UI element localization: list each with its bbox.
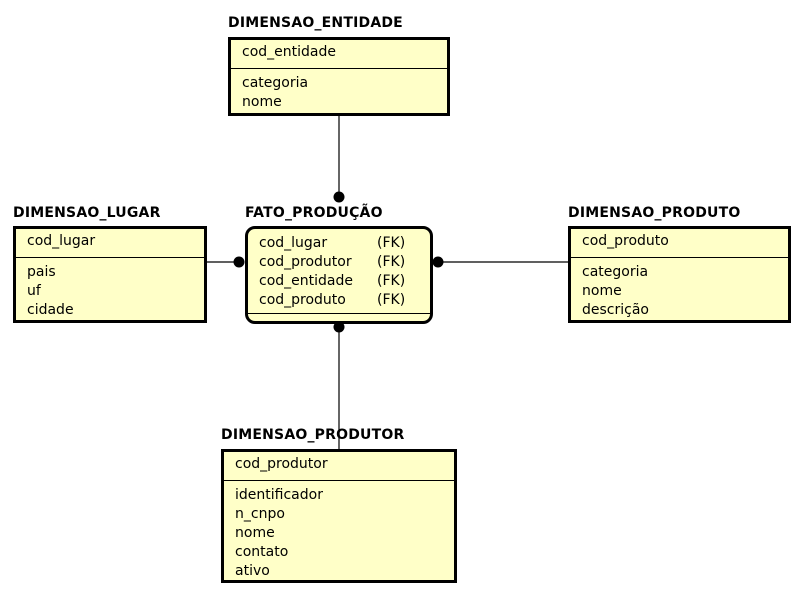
many-side-dot-produto bbox=[432, 256, 444, 268]
entity-fato-producao[interactable]: cod_lugar (FK) cod_produtor (FK) cod_ent… bbox=[245, 226, 433, 324]
attribute-field: nome bbox=[242, 94, 282, 110]
primary-key-section: cod_entidade bbox=[231, 40, 447, 69]
foreign-key-field: cod_produto bbox=[259, 292, 346, 308]
attribute-section: categoria nome bbox=[231, 69, 447, 112]
entity-dimensao-produtor[interactable]: cod_produtor identificador n_cnpo nome c… bbox=[221, 449, 457, 583]
fk-tag: (FK) bbox=[377, 292, 406, 308]
attribute-field: ativo bbox=[235, 563, 270, 579]
primary-key-section: cod_produto bbox=[571, 229, 788, 258]
primary-key-field: cod_lugar bbox=[27, 233, 96, 249]
attribute-section: pais uf cidade bbox=[16, 258, 204, 320]
entity-dimensao-entidade[interactable]: cod_entidade categoria nome bbox=[228, 37, 450, 116]
entity-title-fato-producao: FATO_PRODUÇÃO bbox=[245, 205, 383, 221]
attribute-section: categoria nome descrição bbox=[571, 258, 788, 320]
many-side-dot-entidade bbox=[333, 191, 345, 203]
primary-key-field: cod_entidade bbox=[242, 44, 336, 60]
attribute-field: cidade bbox=[27, 302, 74, 318]
foreign-key-field: cod_entidade bbox=[259, 273, 353, 289]
fk-tag: (FK) bbox=[377, 273, 406, 289]
attribute-field: identificador bbox=[235, 487, 323, 503]
many-side-dot-produtor bbox=[333, 321, 345, 333]
attribute-field: nome bbox=[582, 283, 622, 299]
attribute-field: uf bbox=[27, 283, 41, 299]
entity-title-dimensao-entidade: DIMENSAO_ENTIDADE bbox=[228, 15, 403, 31]
primary-key-section: cod_produtor bbox=[224, 452, 454, 481]
foreign-key-row: cod_produto (FK) bbox=[259, 291, 430, 310]
entity-dimensao-lugar[interactable]: cod_lugar pais uf cidade bbox=[13, 226, 207, 323]
attribute-section: identificador n_cnpo nome contato ativo bbox=[224, 481, 454, 581]
entity-dimensao-produto[interactable]: cod_produto categoria nome descrição bbox=[568, 226, 791, 323]
primary-key-field: cod_produtor bbox=[235, 456, 328, 472]
attribute-field: pais bbox=[27, 264, 56, 280]
fk-tag: (FK) bbox=[377, 254, 406, 270]
primary-key-field: cod_produto bbox=[582, 233, 669, 249]
foreign-key-field: cod_produtor bbox=[259, 254, 352, 270]
foreign-key-row: cod_lugar (FK) bbox=[259, 234, 430, 253]
attribute-field: n_cnpo bbox=[235, 506, 285, 522]
foreign-key-section: cod_lugar (FK) cod_produtor (FK) cod_ent… bbox=[248, 229, 430, 314]
attribute-field: descrição bbox=[582, 302, 649, 318]
fk-tag: (FK) bbox=[377, 235, 406, 251]
entity-title-dimensao-produtor: DIMENSAO_PRODUTOR bbox=[221, 427, 405, 443]
entity-title-dimensao-lugar: DIMENSAO_LUGAR bbox=[13, 205, 161, 221]
many-side-dot-lugar bbox=[233, 256, 245, 268]
entity-title-dimensao-produto: DIMENSAO_PRODUTO bbox=[568, 205, 741, 221]
foreign-key-row: cod_entidade (FK) bbox=[259, 272, 430, 291]
attribute-field: nome bbox=[235, 525, 275, 541]
primary-key-section: cod_lugar bbox=[16, 229, 204, 258]
attribute-field: contato bbox=[235, 544, 289, 560]
foreign-key-row: cod_produtor (FK) bbox=[259, 253, 430, 272]
foreign-key-field: cod_lugar bbox=[259, 235, 328, 251]
attribute-field: categoria bbox=[242, 75, 309, 91]
attribute-field: categoria bbox=[582, 264, 649, 280]
